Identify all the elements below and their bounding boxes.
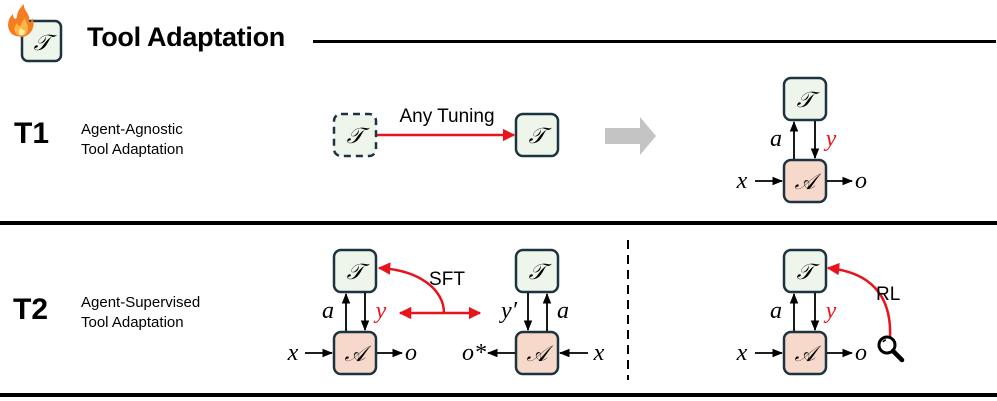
- agent-box: [782, 330, 828, 376]
- input-label: x: [593, 340, 605, 366]
- magnifier-icon: [877, 335, 905, 363]
- output-star-label: o*: [462, 340, 486, 366]
- tier-description-t1: Agent-Agnostic Tool Adaptation: [81, 120, 184, 160]
- output-label: o: [855, 340, 867, 366]
- tier-description-t2: Agent-Supervised Tool Adaptation: [81, 293, 200, 333]
- tier-description-line: Agent-Agnostic: [81, 121, 183, 138]
- tool-box: [782, 76, 828, 122]
- page-title: Tool Adaptation: [87, 22, 285, 52]
- action-label: a: [770, 126, 782, 152]
- sft-update-arrow: [377, 262, 446, 314]
- agent-box: [332, 330, 378, 376]
- action-label: a: [557, 298, 569, 324]
- tool-result-prime-label: y′: [499, 298, 518, 324]
- input-label: x: [736, 168, 748, 194]
- t2-sft-loop-left: 𝒯 𝒜 a y x o: [287, 248, 417, 376]
- tier-id-t1: T1: [14, 117, 50, 150]
- tool-result-label: y: [824, 126, 837, 152]
- action-label: a: [770, 298, 782, 324]
- tool-box: [514, 112, 560, 158]
- tool-result-label: y: [374, 298, 387, 324]
- t1-tool-after: 𝒯: [514, 112, 560, 158]
- tier-description-line: Tool Adaptation: [81, 141, 184, 158]
- any-tuning-label: Any Tuning: [399, 106, 494, 127]
- tool-box-dashed: [332, 112, 378, 158]
- t1-tool-before: 𝒯: [332, 112, 378, 158]
- logo-tool-box: [20, 19, 63, 63]
- rl-update-arrow: [826, 262, 892, 339]
- output-label: o: [405, 340, 417, 366]
- t2-sft-loop-right: 𝒯 𝒜 y′ a x o*: [462, 248, 605, 376]
- tool-box: [332, 248, 378, 294]
- tier-description-line: Tool Adaptation: [81, 314, 184, 331]
- transition-arrow-icon: [605, 117, 656, 155]
- tier-id-t2: T2: [13, 293, 49, 326]
- header-divider: [313, 40, 996, 43]
- agent-box: [782, 158, 828, 204]
- row-divider: [0, 393, 997, 397]
- output-label: o: [855, 168, 867, 194]
- fire-icon: [8, 4, 34, 37]
- input-label: x: [736, 340, 748, 366]
- t1-result-loop: 𝒯 𝒜 a y x o: [736, 76, 867, 204]
- agent-box: [514, 330, 560, 376]
- rl-label: RL: [876, 284, 900, 305]
- tool-result-label: y: [824, 298, 837, 324]
- input-label: x: [287, 340, 299, 366]
- tool-box: [782, 248, 828, 294]
- action-label: a: [322, 298, 334, 324]
- tier-description-line: Agent-Supervised: [81, 294, 201, 311]
- sft-label: SFT: [429, 269, 465, 290]
- t2-rl-loop: 𝒯 𝒜 a y x o RL: [736, 248, 905, 376]
- tool-box: [514, 248, 560, 294]
- row-divider: [0, 221, 997, 225]
- header-logo: 𝒯: [0, 0, 80, 70]
